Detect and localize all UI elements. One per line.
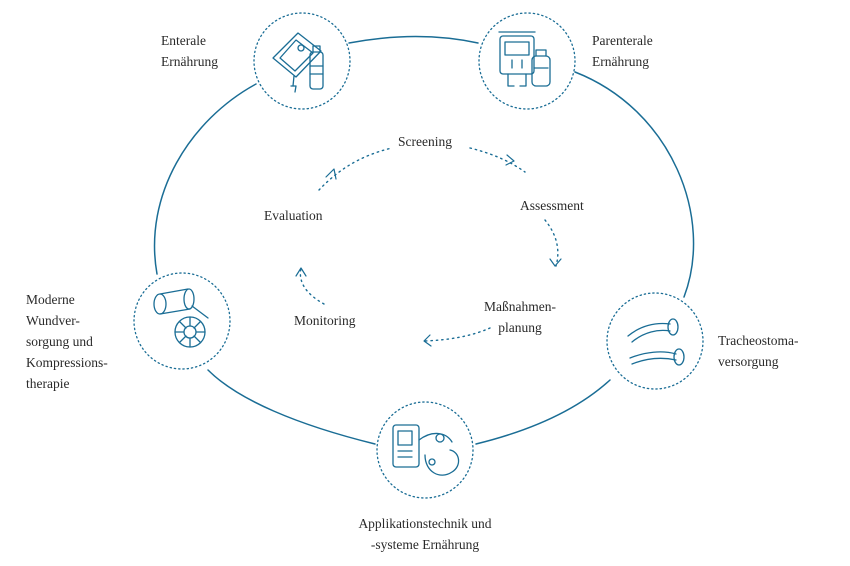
label-monitoring: Monitoring (294, 310, 356, 331)
node-circle-wound (133, 272, 231, 370)
node-circle-tracheostoma (606, 292, 704, 390)
label-wound-line-1: Moderne (26, 292, 75, 307)
cycle-arc-screening-assessment (469, 147, 526, 173)
label-evaluation-text: Evaluation (264, 208, 323, 223)
label-wound: Moderne Wundver- sorgung und Kompression… (26, 289, 108, 394)
label-application-line-1: Applikationstechnik und (358, 516, 492, 531)
label-planning-line-1: Maßnahmen- (484, 299, 556, 314)
feeding-bag-bottle-icon (272, 32, 324, 93)
infusion-bag-icon (498, 31, 551, 87)
cycle-arc-monitoring-evaluation (299, 267, 325, 305)
cycle-arrowhead-monitoring (423, 334, 432, 347)
label-wound-line-5: therapie (26, 376, 70, 391)
label-evaluation: Evaluation (264, 205, 322, 226)
tracheostomy-tube-icon (627, 318, 685, 366)
label-assessment-text: Assessment (520, 198, 584, 213)
cycle-arc-planning-monitoring (424, 327, 491, 342)
ring-arc-wound-enteral (153, 83, 257, 275)
label-wound-line-3: sorgung und (26, 334, 93, 349)
label-parenteral-line-2: Ernährung (592, 54, 649, 69)
label-tracheostoma-line-1: Tracheostoma- (718, 333, 799, 348)
label-enteral: Enterale Ernährung (161, 30, 218, 72)
label-wound-line-4: Kompressions- (26, 355, 108, 370)
node-circle-application (376, 401, 474, 499)
ring-arc-tracheostoma-application (475, 379, 611, 445)
label-assessment: Assessment (520, 195, 584, 216)
label-parenteral-line-1: Parenterale (592, 33, 653, 48)
ring-arc-application-wound (207, 369, 376, 445)
label-screening-text: Screening (398, 134, 452, 149)
label-monitoring-text: Monitoring (294, 313, 356, 328)
cycle-arc-evaluation-screening (318, 147, 393, 191)
node-circle-enteral (253, 12, 351, 110)
label-planning: Maßnahmen- planung (465, 296, 575, 338)
bandage-roll-icon (153, 288, 209, 348)
cycle-arrowhead-evaluation (295, 267, 307, 277)
label-planning-line-2: planung (498, 320, 542, 335)
feeding-pump-icon (392, 424, 460, 476)
cycle-arc-assessment-planning (544, 219, 559, 267)
node-circle-parenteral (478, 12, 576, 110)
cycle-arrowhead-screening (325, 168, 337, 180)
cycle-arrowhead-assessment (505, 154, 515, 166)
label-enteral-line-2: Ernährung (161, 54, 218, 69)
label-parenteral: Parenterale Ernährung (592, 30, 653, 72)
ring-arc-enteral-parenteral (348, 35, 479, 44)
ring-arc-parenteral-tracheostoma (574, 71, 695, 298)
label-tracheostoma-line-2: versorgung (718, 354, 779, 369)
label-wound-line-2: Wundver- (26, 313, 80, 328)
label-tracheostoma: Tracheostoma- versorgung (718, 330, 799, 372)
label-screening: Screening (380, 131, 470, 152)
label-application: Applikationstechnik und -systeme Ernähru… (330, 513, 520, 555)
label-enteral-line-1: Enterale (161, 33, 206, 48)
cycle-arrowhead-planning (549, 258, 562, 267)
label-application-line-2: -systeme Ernährung (370, 537, 480, 552)
